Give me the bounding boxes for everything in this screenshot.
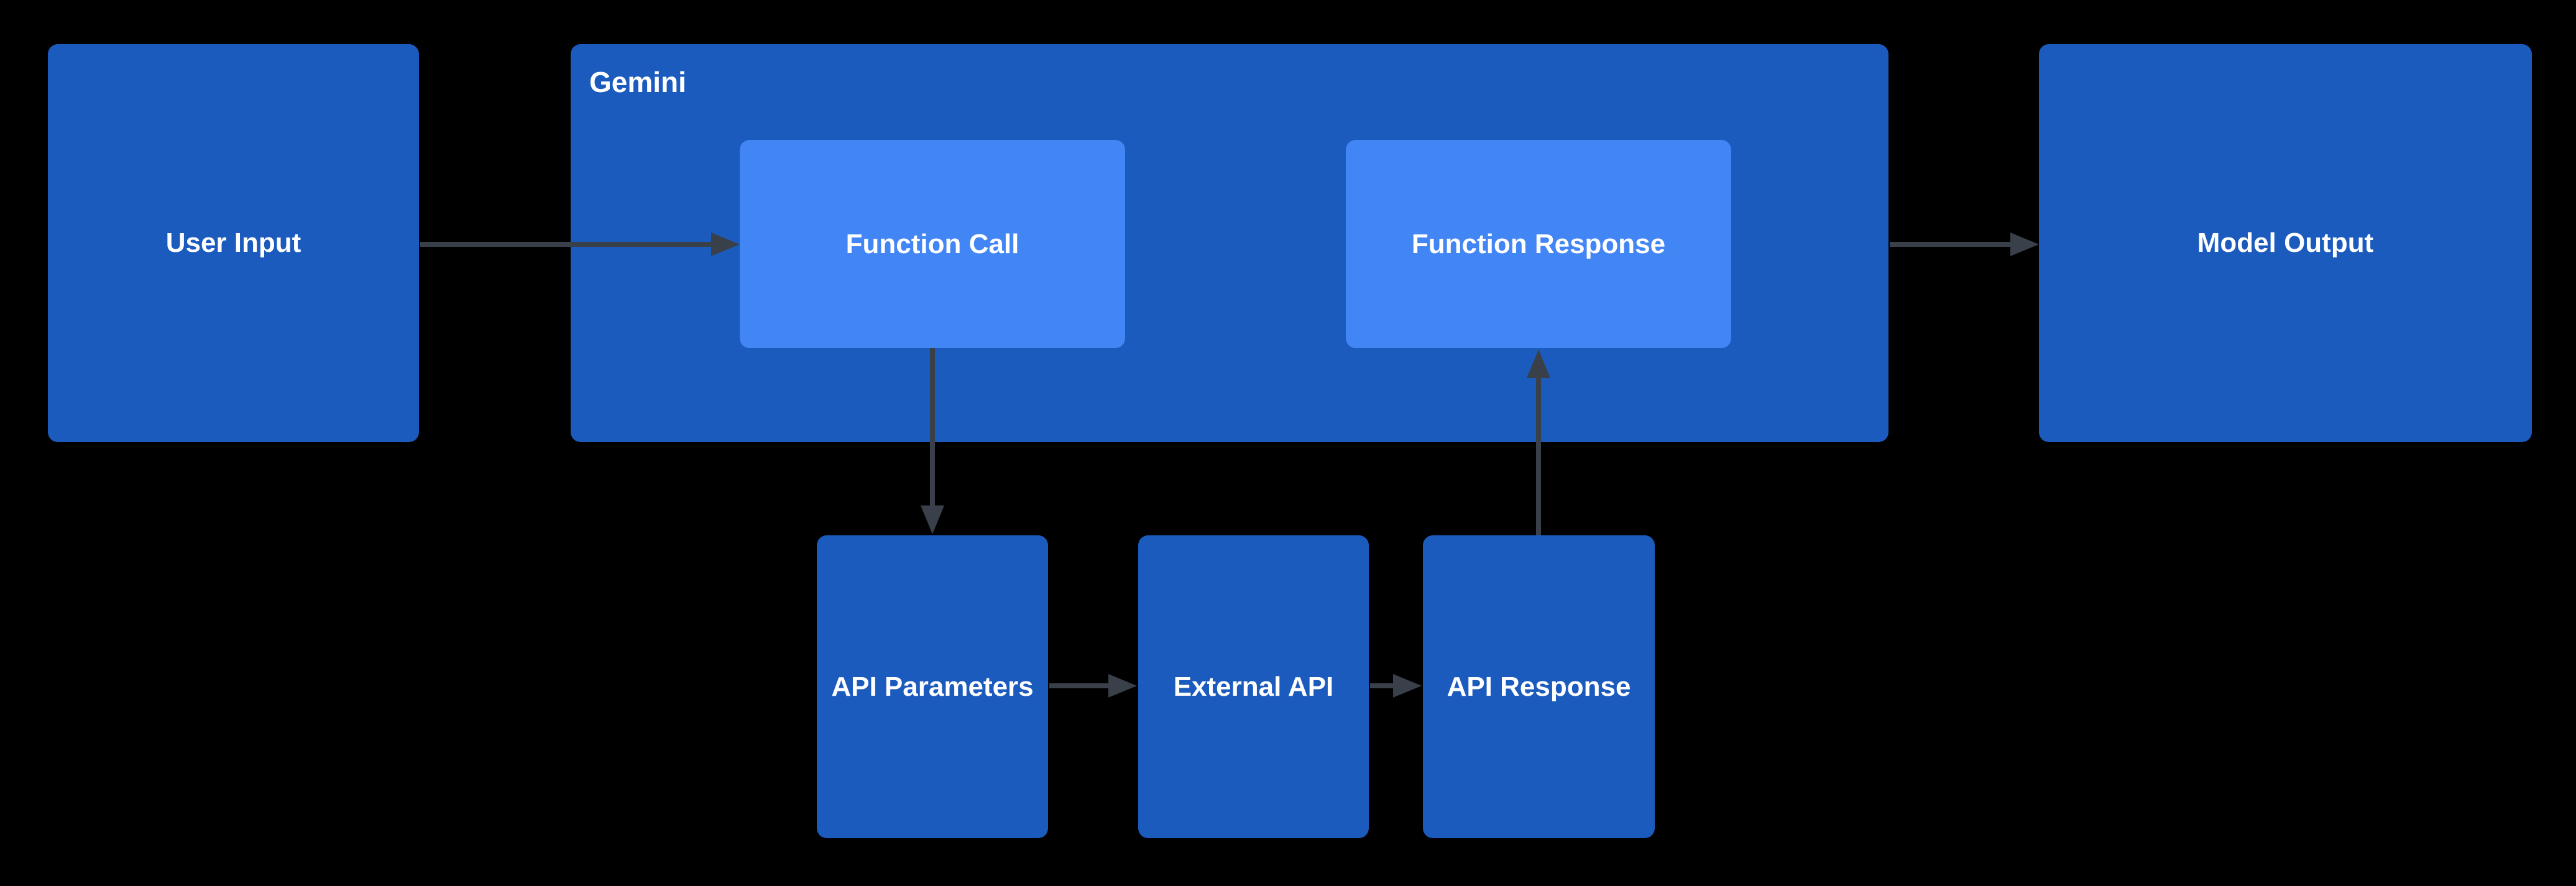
node-model-output: Model Output bbox=[2039, 44, 2532, 442]
node-external-api: External API bbox=[1138, 535, 1369, 838]
gemini-container-label: Gemini bbox=[589, 66, 686, 98]
node-model-output-label: Model Output bbox=[2197, 228, 2374, 259]
gemini-container: Gemini Function Call Function Response bbox=[571, 44, 1888, 442]
node-user-input: User Input bbox=[48, 44, 419, 442]
node-function-call-label: Function Call bbox=[845, 228, 1019, 259]
node-api-parameters-label: API Parameters bbox=[831, 671, 1034, 702]
arrow-line bbox=[1536, 377, 1541, 535]
arrow-head-up-icon bbox=[1527, 349, 1550, 378]
node-function-response: Function Response bbox=[1346, 140, 1731, 348]
arrow-line bbox=[930, 348, 935, 507]
arrow-head-right-icon bbox=[1393, 674, 1422, 698]
node-external-api-label: External API bbox=[1173, 671, 1334, 702]
arrow-head-right-icon bbox=[2010, 233, 2039, 256]
node-api-parameters: API Parameters bbox=[817, 535, 1048, 838]
node-function-response-label: Function Response bbox=[1411, 228, 1666, 259]
arrow-line bbox=[1370, 683, 1394, 688]
arrow-line bbox=[1890, 242, 2012, 247]
node-api-response-label: API Response bbox=[1447, 671, 1631, 702]
arrow-head-down-icon bbox=[921, 505, 944, 534]
arrow-line bbox=[1049, 683, 1110, 688]
arrow-head-right-icon bbox=[1108, 674, 1137, 698]
node-function-call: Function Call bbox=[740, 140, 1125, 348]
node-api-response: API Response bbox=[1423, 535, 1655, 838]
arrow-line bbox=[420, 242, 712, 247]
node-user-input-label: User Input bbox=[165, 228, 301, 259]
arrow-head-right-icon bbox=[711, 233, 740, 256]
